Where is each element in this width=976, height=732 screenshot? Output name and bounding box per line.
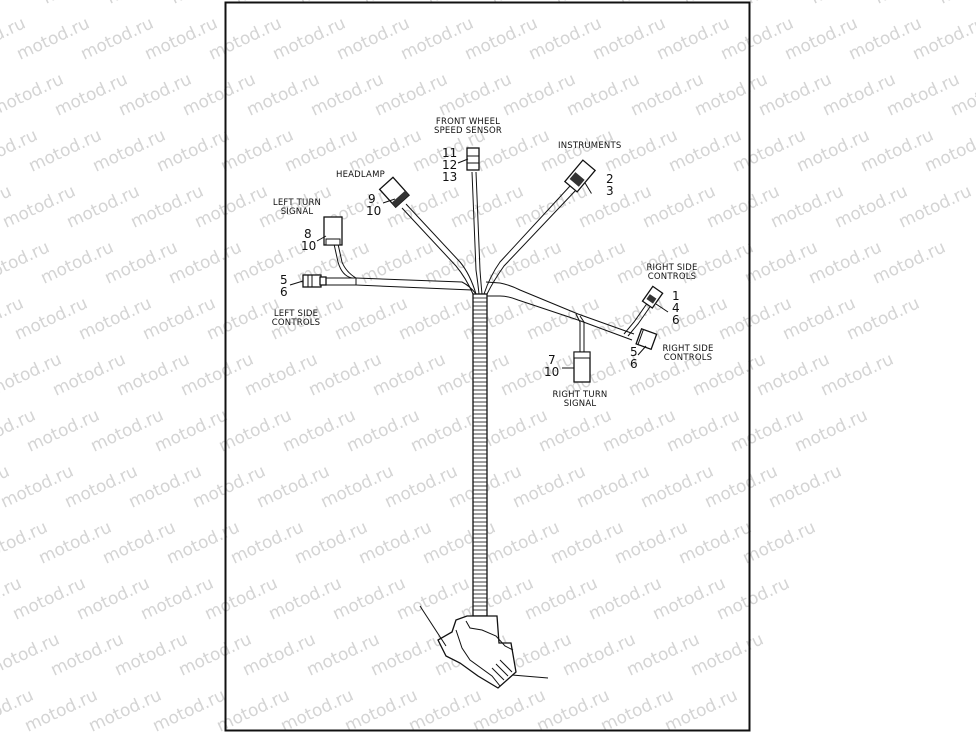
label-headlamp: HEADLAMP (336, 170, 385, 180)
svg-text:710: 710 (544, 353, 559, 379)
svg-text:56: 56 (280, 273, 288, 299)
right-branch-harness (485, 281, 653, 352)
right-turn-signal-connector (562, 351, 591, 383)
label-front-wheel-2: SPEED SENSOR (434, 126, 502, 136)
harness-boot (419, 605, 549, 689)
left-branch-harness (325, 243, 477, 295)
left-turn-signal-connector (316, 216, 343, 246)
label-instruments: INSTRUMENTS (558, 141, 621, 151)
svg-text:23: 23 (606, 172, 614, 198)
svg-text:146: 146 (672, 289, 680, 327)
instruments-connector (563, 159, 597, 194)
svg-text:56: 56 (630, 345, 638, 371)
left-side-controls-connector (289, 274, 327, 288)
main-trunk-conduit (472, 293, 488, 617)
headlamp-branch (401, 203, 477, 295)
label-front-wheel-1: FRONT WHEEL (436, 117, 500, 127)
front-wheel-speed-sensor-connector (457, 147, 480, 171)
headlamp-connector (378, 176, 410, 209)
instruments-branch (483, 185, 577, 295)
diagram-frame (224, 1, 751, 732)
svg-text:910: 910 (366, 192, 381, 218)
svg-text:810: 810 (301, 227, 316, 253)
speed-sensor-branch (471, 171, 483, 295)
right-side-controls-lower-connector (635, 327, 658, 351)
right-side-controls-upper-connector (641, 285, 664, 309)
